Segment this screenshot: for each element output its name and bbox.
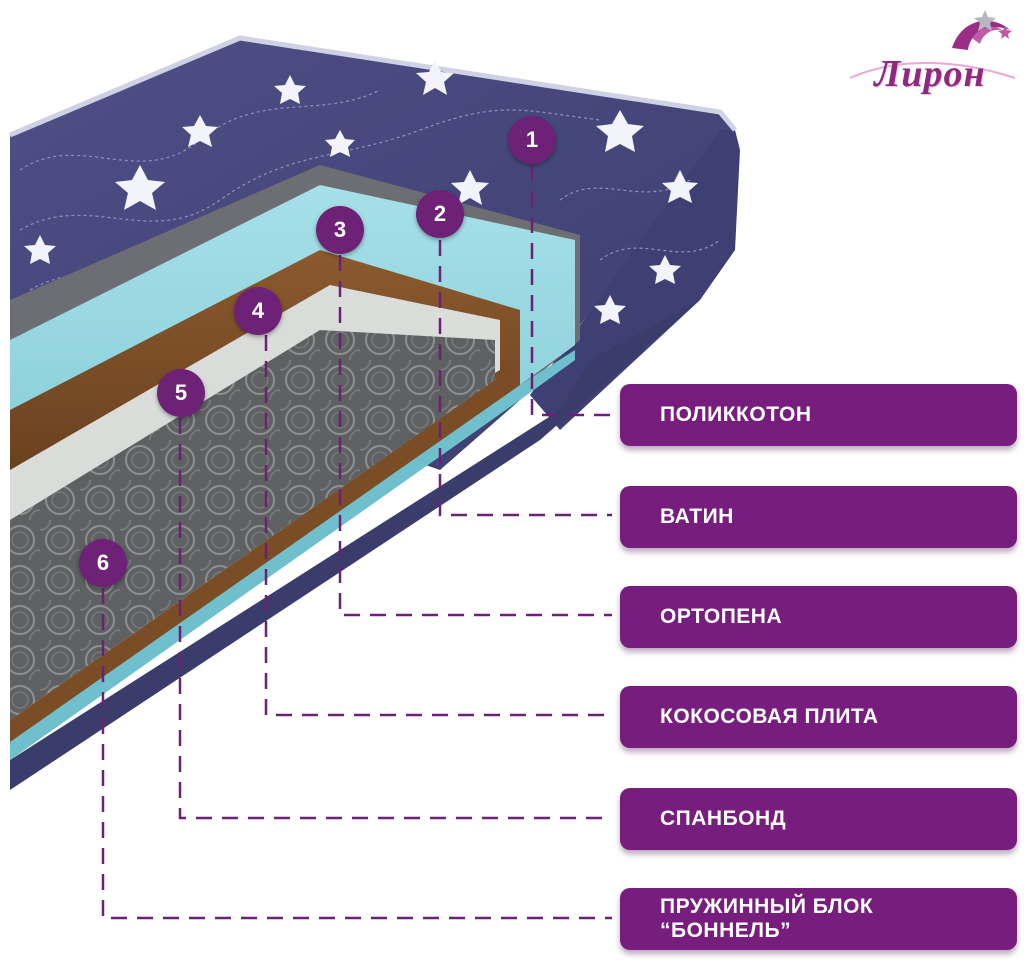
layer-badge-3: 3 bbox=[316, 206, 364, 254]
leader-line-5 bbox=[178, 418, 612, 820]
layer-label-4: КОКОСОВАЯ ПЛИТА bbox=[620, 686, 1017, 748]
layer-label-3: ОРТОПЕНА bbox=[620, 586, 1017, 648]
layer-label-2: ВАТИН bbox=[620, 486, 1017, 548]
logo-moon-icon bbox=[849, 10, 1016, 79]
layer-label-6: ПРУЖИННЫЙ БЛОК “БОННЕЛЬ” bbox=[620, 888, 1017, 950]
layer-label-3-text: ОРТОПЕНА bbox=[660, 605, 783, 628]
leader-line-3 bbox=[338, 255, 612, 617]
logo-text: Лирон bbox=[874, 53, 986, 95]
mattress-piping bbox=[9, 35, 737, 138]
layer-label-5-text: СПАНБОНД bbox=[660, 807, 787, 830]
cover-stars bbox=[24, 60, 698, 324]
layer-badge-5: 5 bbox=[157, 369, 205, 417]
layer-spring-block bbox=[10, 330, 495, 720]
leader-line-1 bbox=[530, 165, 612, 417]
brand-logo: Лирон bbox=[840, 8, 1020, 108]
layer-label-1-text: ПОЛИККОТОН bbox=[660, 403, 812, 426]
layer-label-1: ПОЛИККОТОН bbox=[620, 384, 1017, 446]
layer-badge-6: 6 bbox=[79, 539, 127, 587]
leader-line-6 bbox=[101, 588, 612, 920]
mattress-side-panel bbox=[530, 130, 740, 430]
layer-label-2-text: ВАТИН bbox=[660, 505, 734, 528]
layer-badge-1: 1 bbox=[508, 116, 556, 164]
layer-label-6-text: ПРУЖИННЫЙ БЛОК “БОННЕЛЬ” bbox=[660, 895, 874, 942]
leader-line-2 bbox=[438, 240, 612, 517]
leader-line-4 bbox=[264, 335, 612, 717]
layer-badge-4: 4 bbox=[234, 287, 282, 335]
mattress-bottom-edge bbox=[10, 300, 700, 790]
layer-badge-2: 2 bbox=[416, 190, 464, 238]
layer-label-5: СПАНБОНД bbox=[620, 788, 1017, 850]
leader-lines bbox=[101, 165, 612, 920]
layer-label-4-text: КОКОСОВАЯ ПЛИТА bbox=[660, 705, 879, 728]
layer-foam-bottom bbox=[10, 350, 575, 760]
